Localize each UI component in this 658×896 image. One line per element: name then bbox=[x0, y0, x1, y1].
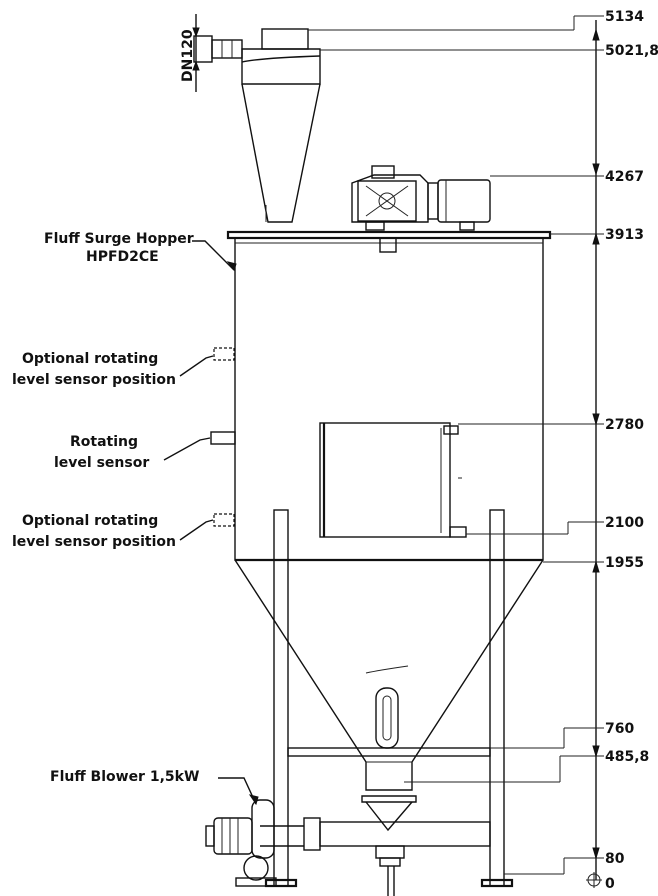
rotating-sensor-line1: Rotating bbox=[70, 434, 138, 450]
hopper-label-line1: Fluff Surge Hopper bbox=[44, 231, 194, 247]
dim-5021-8: 5021,8 bbox=[605, 43, 658, 59]
dim-485-8: 485,8 bbox=[605, 749, 649, 765]
dim-3913: 3913 bbox=[605, 227, 644, 243]
rotating-sensor-line2: level sensor bbox=[54, 455, 149, 471]
dim-1955: 1955 bbox=[605, 555, 644, 571]
hopper-label-line2: HPFD2CE bbox=[86, 249, 159, 265]
dimension-values: 5134 5021,8 4267 3913 2780 2100 1955 760… bbox=[605, 9, 658, 892]
cyclone bbox=[193, 28, 321, 223]
fluff-blower bbox=[205, 799, 277, 887]
screw-conveyor bbox=[260, 817, 491, 896]
drive-motor bbox=[351, 165, 491, 231]
dim-5134: 5134 bbox=[605, 9, 644, 25]
support-frame bbox=[264, 509, 514, 888]
inlet-dn120: DN120 bbox=[180, 14, 200, 92]
blower-label: Fluff Blower 1,5kW bbox=[50, 769, 199, 785]
hopper-body bbox=[226, 230, 552, 562]
callout-texts: Fluff Surge Hopper HPFD2CE Optional rota… bbox=[12, 231, 199, 785]
dim-4267: 4267 bbox=[605, 169, 644, 185]
optional-sensor-bottom-line1: Optional rotating bbox=[22, 513, 158, 529]
optional-sensor-top-line1: Optional rotating bbox=[22, 351, 158, 367]
level-sensors bbox=[210, 347, 236, 527]
leader-lines bbox=[163, 240, 259, 806]
dim-0: 0 bbox=[605, 876, 615, 892]
dim-80: 80 bbox=[605, 851, 625, 867]
inlet-label: DN120 bbox=[180, 29, 196, 82]
optional-sensor-top-line2: level sensor position bbox=[12, 372, 176, 388]
dim-2100: 2100 bbox=[605, 515, 644, 531]
optional-sensor-bottom-line2: level sensor position bbox=[12, 534, 176, 550]
dimension-lines bbox=[308, 15, 604, 888]
dim-760: 760 bbox=[605, 721, 634, 737]
hopper-cone bbox=[234, 559, 544, 832]
dim-2780: 2780 bbox=[605, 417, 644, 433]
